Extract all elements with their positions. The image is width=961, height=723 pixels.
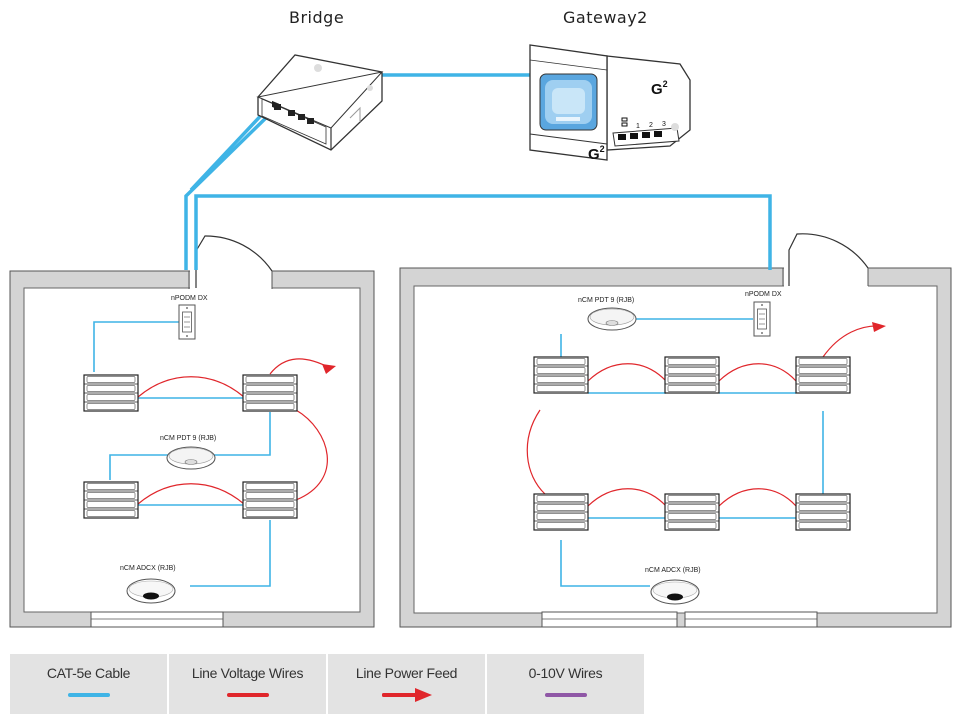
wiring-legend: CAT-5e Cable Line Voltage Wires Line Pow… — [10, 654, 646, 714]
port-label-2: 2 — [649, 122, 653, 129]
right-daylight-label: nCM ADCX (RJB) — [645, 567, 701, 574]
left-fixture-4 — [242, 481, 298, 519]
left-daylight-label: nCM ADCX (RJB) — [120, 565, 176, 572]
right-fixture-1 — [533, 356, 589, 394]
right-fixture-6 — [795, 493, 851, 531]
legend-arrow-line-power-feed — [381, 688, 432, 702]
right-fixture-2 — [664, 356, 720, 394]
left-switch-label: nPODM DX — [171, 295, 208, 302]
legend-swatch-cat5e — [67, 693, 110, 697]
right-sensor-label: nCM PDT 9 (RJB) — [578, 297, 634, 304]
left-fixture-3 — [83, 481, 139, 519]
port-label-3: 3 — [662, 121, 666, 128]
right-switch-label: nPODM DX — [745, 291, 782, 298]
right-nPODM-switch — [753, 301, 771, 337]
gateway-badge-front: G2 — [588, 144, 605, 163]
right-daylight-sensor — [650, 579, 700, 605]
right-fixture-4 — [533, 493, 589, 531]
bridge-title: Bridge — [289, 8, 345, 27]
legend-label-line-voltage: Line Voltage Wires — [191, 665, 304, 681]
right-room-walls — [399, 233, 952, 628]
left-occupancy-sensor — [166, 446, 216, 470]
legend-item-line-power-feed: Line Power Feed — [328, 654, 485, 714]
right-occupancy-sensor — [587, 307, 637, 331]
gateway2-device — [529, 44, 691, 161]
right-room-line-voltage — [526, 322, 886, 507]
gateway-title: Gateway2 — [563, 8, 648, 27]
left-room-line-voltage — [137, 358, 336, 505]
gateway-port-labels: 1 2 3 — [636, 121, 666, 130]
bridge-device — [256, 54, 384, 151]
legend-swatch-line-voltage — [226, 693, 269, 697]
left-sensor-label: nCM PDT 9 (RJB) — [160, 435, 216, 442]
gateway-badge-side: G2 — [651, 79, 668, 98]
legend-item-0-10v: 0-10V Wires — [487, 654, 644, 714]
left-room-cat5e — [93, 321, 271, 587]
right-fixture-5 — [664, 493, 720, 531]
right-room-cat5e — [560, 318, 824, 587]
legend-label-0-10v: 0-10V Wires — [528, 665, 603, 681]
port-label-1: 1 — [636, 123, 640, 130]
lighting-network-diagram: G2 G2 1 2 3 nPODM DX nCM PDT 9 (RJB) nCM… — [9, 44, 952, 628]
legend-label-cat5e: CAT-5e Cable — [46, 665, 131, 681]
legend-item-cat5e: CAT-5e Cable — [10, 654, 167, 714]
legend-label-line-power-feed: Line Power Feed — [355, 665, 458, 681]
legend-swatch-0-10v — [544, 693, 587, 697]
left-daylight-sensor — [126, 578, 176, 604]
left-fixture-1 — [83, 374, 139, 412]
left-nPODM-switch — [178, 304, 196, 340]
legend-item-line-voltage: Line Voltage Wires — [169, 654, 326, 714]
left-fixture-2 — [242, 374, 298, 412]
gateway-network-icon — [621, 117, 628, 127]
right-fixture-3 — [795, 356, 851, 394]
